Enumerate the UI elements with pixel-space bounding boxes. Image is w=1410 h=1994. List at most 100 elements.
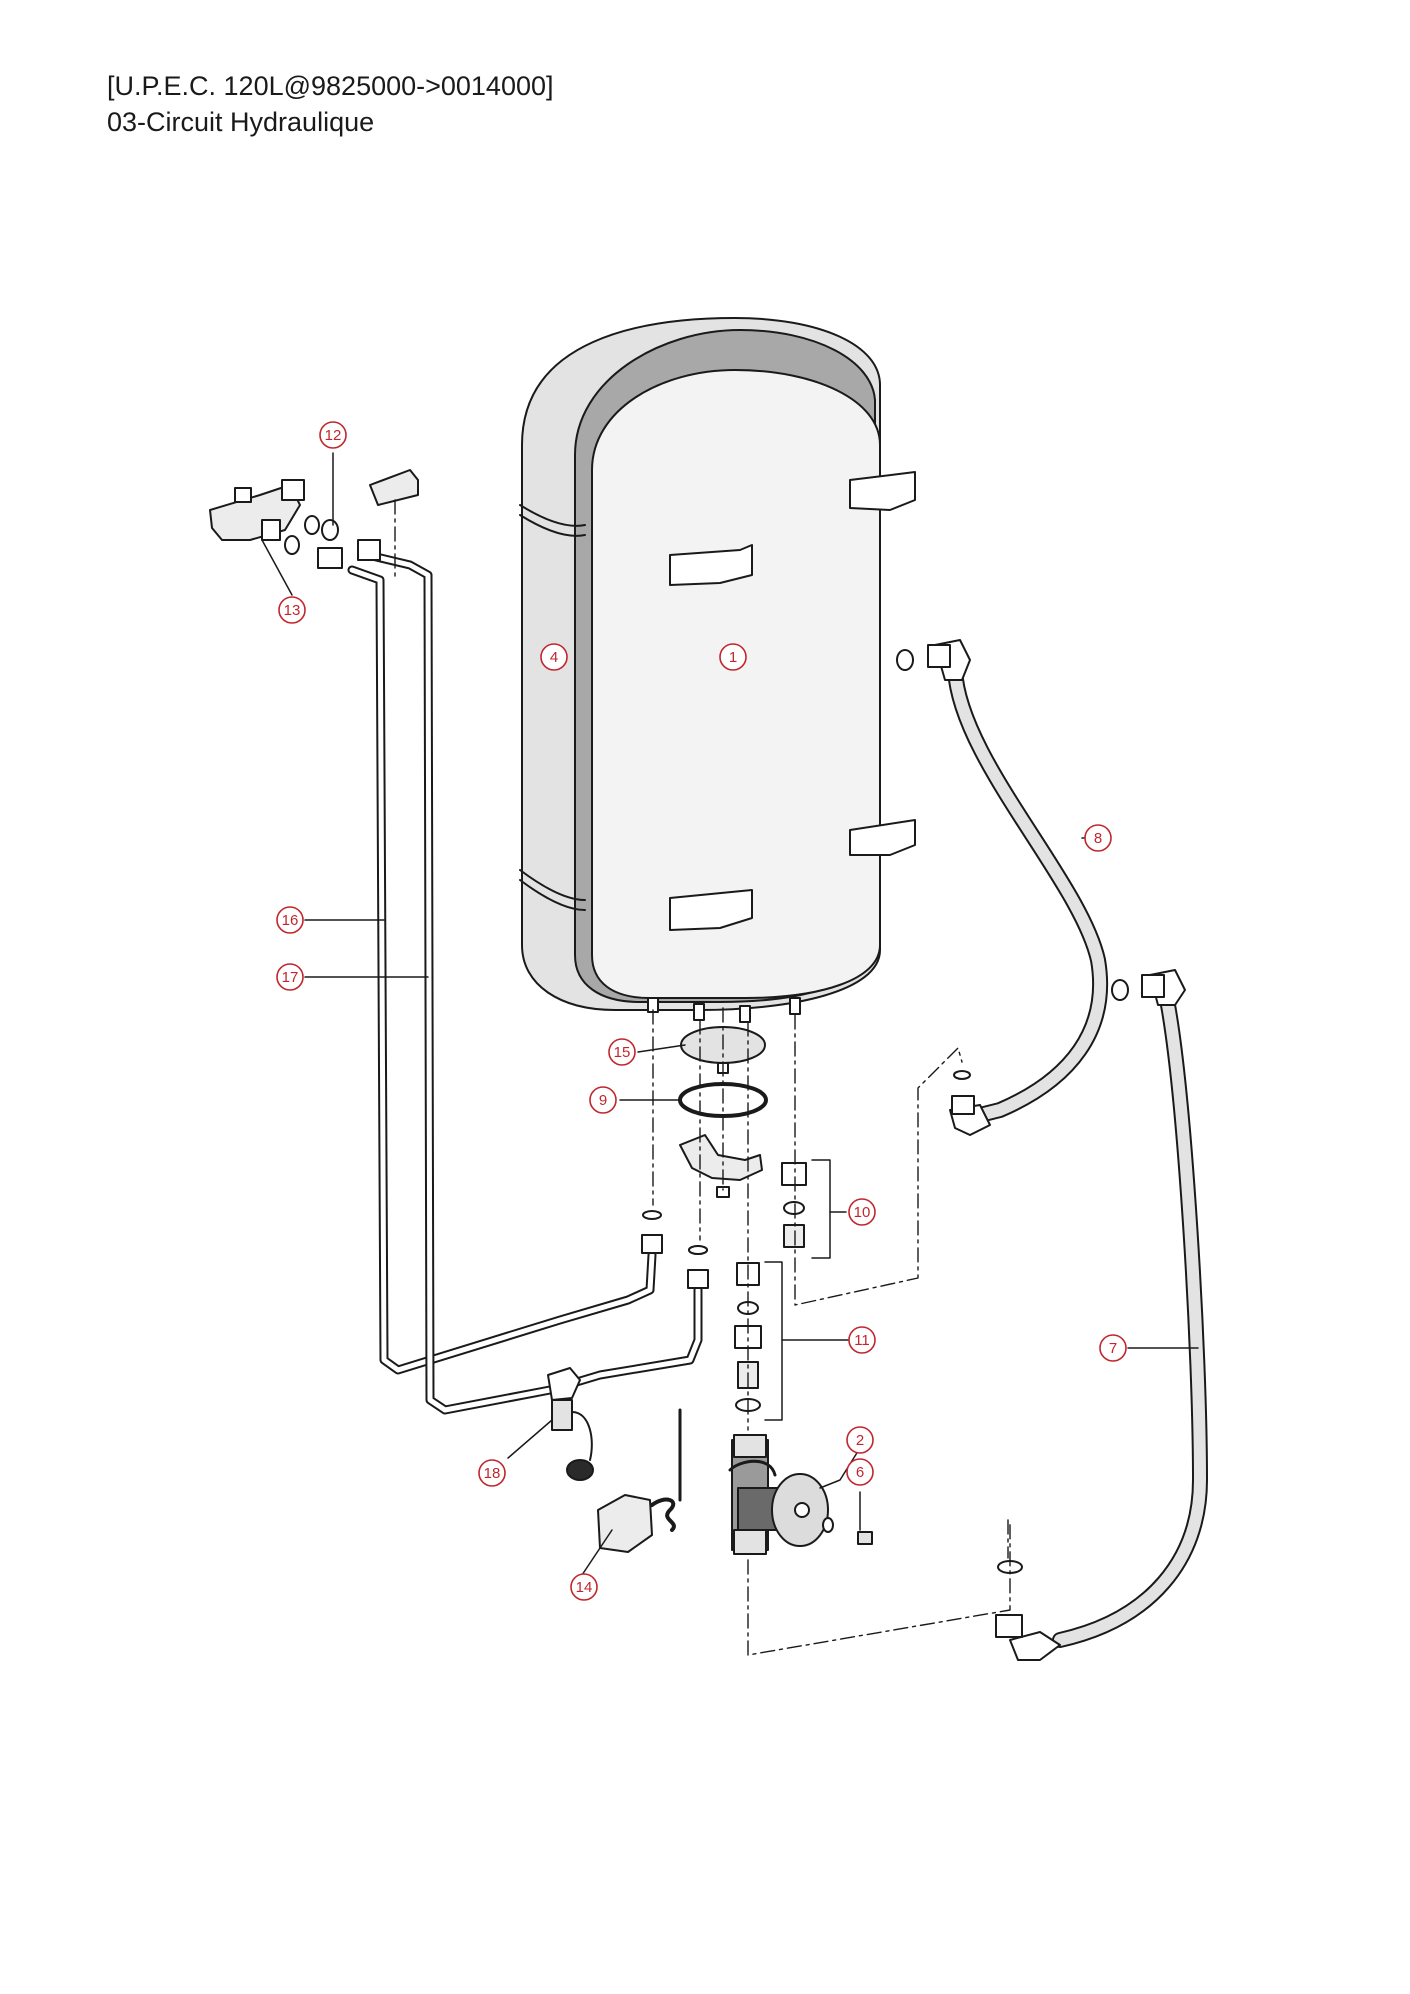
- pipe-17-inner: [365, 552, 701, 1413]
- bracket-upper-right: [849, 471, 916, 511]
- axis-pump-hose: [747, 1519, 1011, 1656]
- callout-label: 2: [856, 1432, 864, 1449]
- washer-c: [321, 519, 339, 541]
- hose-7-nut-top: [1141, 974, 1165, 998]
- washer-a: [304, 515, 320, 535]
- callout-circle: [1084, 824, 1112, 852]
- tank-strap-top: [519, 504, 586, 527]
- pump-oring-6: [822, 1517, 834, 1533]
- pump-bottom-nut: [733, 1529, 767, 1555]
- assembly-lines: [394, 499, 1011, 1656]
- callout-8: 8: [1084, 824, 1112, 852]
- thermostat-coil: [650, 1497, 676, 1532]
- bracket-lower-right: [849, 819, 916, 856]
- tank-outlet-2: [693, 1003, 705, 1021]
- callout-label: 18: [484, 1465, 501, 1482]
- leader-18: [507, 1419, 553, 1459]
- callout-2: 2: [846, 1426, 874, 1454]
- leader-15: [637, 1044, 686, 1053]
- hose-8-seal-bottom: [953, 1070, 971, 1080]
- safety-valve-outlet: [261, 519, 281, 541]
- washer-b: [284, 535, 300, 555]
- fitting-10-nut: [781, 1162, 807, 1186]
- hose-7-elbow-bottom: [1009, 1631, 1061, 1661]
- tank-assembly: [519, 317, 916, 1023]
- callout-circle: [276, 963, 304, 991]
- bracket-11: [764, 1261, 783, 1421]
- callout-label: 9: [599, 1092, 607, 1109]
- pipe-16-nut: [641, 1234, 663, 1254]
- tank-outlet-4: [789, 997, 801, 1015]
- callout-label: 7: [1109, 1340, 1117, 1357]
- top-clip: [369, 469, 419, 506]
- pump-cap: [794, 1502, 810, 1518]
- callout-label: 6: [856, 1464, 864, 1481]
- callout-circle: [846, 1426, 874, 1454]
- hose-8-seal-top: [896, 649, 914, 671]
- bracket-lower-left: [669, 889, 753, 931]
- hose-7-inner: [1054, 999, 1206, 1646]
- safety-valve-nut: [281, 479, 305, 501]
- callout-label: 13: [284, 602, 301, 619]
- drain-tap: [547, 1367, 594, 1481]
- callout-13: 13: [278, 596, 306, 624]
- callout-15: 15: [608, 1038, 636, 1066]
- callout-9: 9: [589, 1086, 617, 1114]
- callout-7: 7: [1099, 1334, 1127, 1362]
- pump-top-nut: [733, 1434, 767, 1458]
- callout-circle: [589, 1086, 617, 1114]
- callout-4: 4: [540, 643, 568, 671]
- callout-16: 16: [276, 906, 304, 934]
- callout-circle: [1099, 1334, 1127, 1362]
- hose-8-nut-bottom: [951, 1095, 975, 1115]
- drain-tee: [547, 1367, 581, 1401]
- tank-strap-top-2: [519, 514, 586, 537]
- drain-chain: [571, 1411, 593, 1461]
- pipe-17-nut: [687, 1269, 709, 1289]
- heater-bracket: [679, 1134, 763, 1181]
- tank-outlet-3: [739, 1005, 751, 1023]
- leader-14: [581, 1529, 613, 1576]
- callout-label: 11: [854, 1332, 870, 1349]
- callout-circle: [848, 1326, 876, 1354]
- pump-cable: [728, 1459, 777, 1477]
- model-reference: [U.P.E.C. 120L@9825000->0014000]: [107, 71, 554, 101]
- callout-1: 1: [719, 643, 747, 671]
- callout-6: 6: [846, 1458, 874, 1486]
- page-header: [U.P.E.C. 120L@9825000->0014000] 03-Circ…: [107, 68, 554, 140]
- callout-label: 8: [1094, 830, 1102, 847]
- fitting-10-union: [783, 1224, 805, 1248]
- callout-label: 4: [550, 649, 558, 666]
- fitting-nut-a: [317, 547, 343, 569]
- fitting-set-11: [688, 1245, 783, 1421]
- section-title: 03-Circuit Hydraulique: [107, 107, 375, 137]
- drain-cap: [566, 1459, 594, 1481]
- callout-label: 17: [282, 969, 299, 986]
- callout-12: 12: [319, 421, 347, 449]
- hose-7-nut-bottom: [995, 1614, 1023, 1638]
- pipe-16-seal: [642, 1210, 662, 1220]
- flex-hose-8: [896, 639, 1109, 1136]
- callout-circle: [848, 1198, 876, 1226]
- callout-label: 1: [729, 649, 737, 666]
- callout-14: 14: [570, 1573, 598, 1601]
- hose-8-inner: [949, 664, 1107, 1121]
- callout-label: 12: [325, 427, 342, 444]
- tank-strap-bottom: [519, 869, 586, 901]
- callout-circle: [278, 596, 306, 624]
- callout-circle: [719, 643, 747, 671]
- drain-body: [551, 1399, 573, 1431]
- callout-11: 11: [848, 1326, 876, 1354]
- leader-13: [261, 539, 293, 596]
- fitting-11-seal-top: [688, 1245, 708, 1255]
- rigid-pipes: [347, 550, 709, 1415]
- bracket-10: [811, 1159, 831, 1259]
- callout-17: 17: [276, 963, 304, 991]
- safety-valve-cap: [234, 487, 252, 503]
- pump-screw-6: [857, 1531, 873, 1545]
- thermostat-body: [597, 1494, 653, 1553]
- leader-2: [819, 1447, 861, 1489]
- hose-7-seal-top: [1111, 979, 1129, 1001]
- circulator-pump: [728, 1434, 873, 1555]
